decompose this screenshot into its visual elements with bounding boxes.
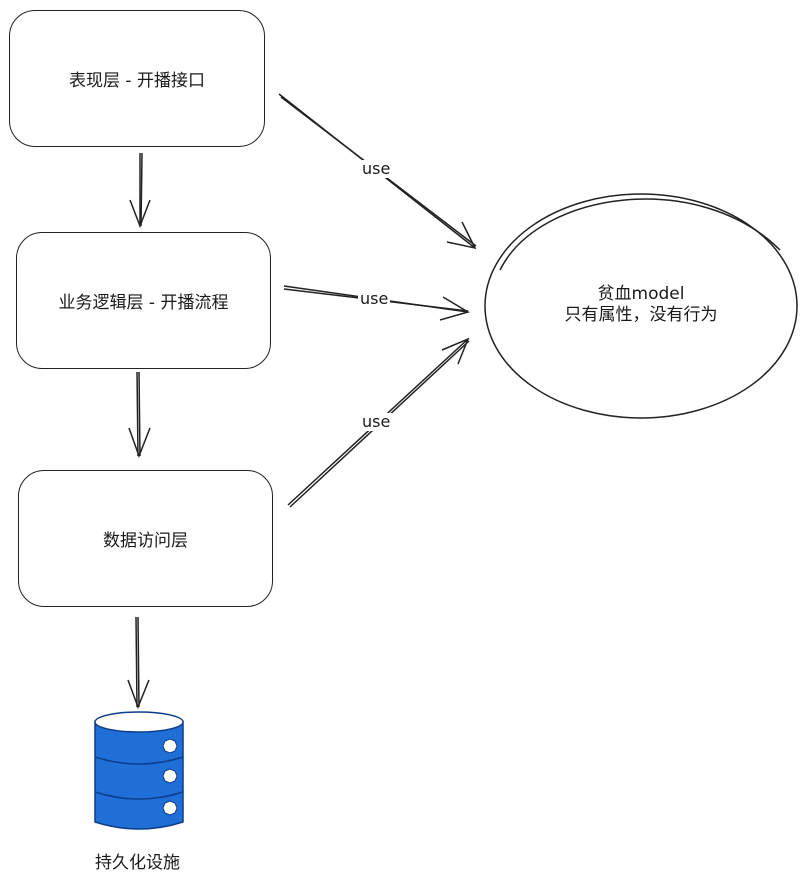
data-access-layer-box: 数据访问层: [18, 470, 273, 607]
business-layer-box: 业务逻辑层 - 开播流程: [16, 232, 271, 369]
presentation-layer-box: 表现层 - 开播接口: [9, 10, 265, 147]
model-description: 只有属性，没有行为: [564, 305, 718, 325]
use-label-presentation: use: [360, 159, 393, 178]
database-icon: [94, 711, 184, 830]
arrow-presentation-to-business: [129, 152, 151, 229]
model-title: 贫血model: [597, 284, 685, 304]
use-label-business: use: [358, 289, 391, 308]
model-ellipse: [484, 193, 798, 419]
arrow-data-to-storage: [127, 616, 150, 710]
presentation-layer-label: 表现层 - 开播接口: [69, 71, 205, 91]
storage-label: 持久化设施: [95, 853, 180, 873]
model-text: 贫血model 只有属性，没有行为: [520, 284, 762, 326]
arrow-business-to-data: [128, 371, 151, 459]
business-layer-label: 业务逻辑层 - 开播流程: [58, 293, 229, 313]
use-label-data: use: [360, 412, 393, 431]
data-access-layer-label: 数据访问层: [103, 531, 188, 551]
